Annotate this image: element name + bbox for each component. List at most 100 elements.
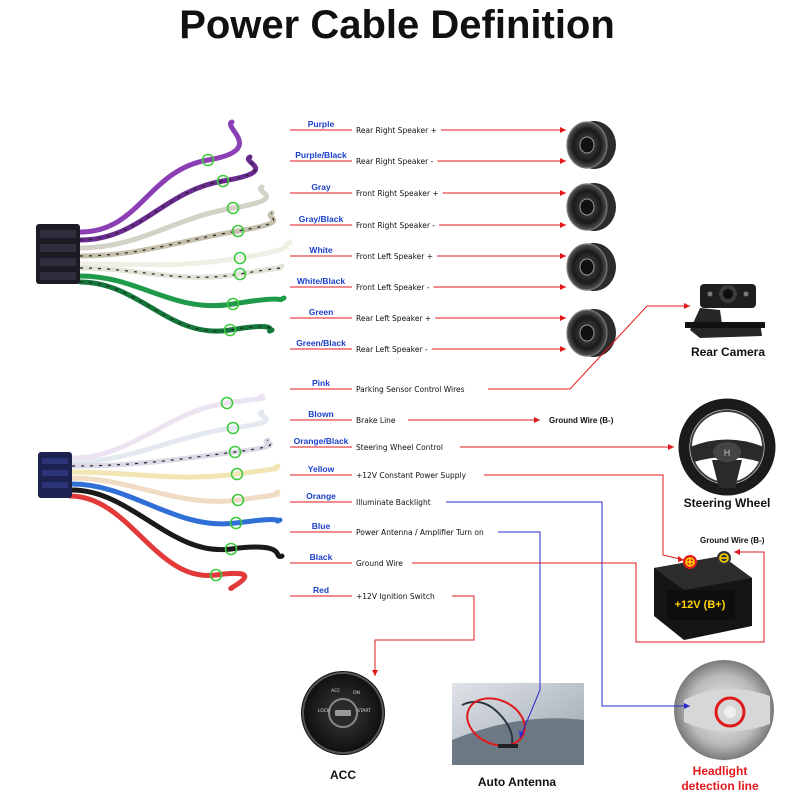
arrow-head <box>560 346 566 352</box>
harness-wire <box>77 184 269 251</box>
auto-antenna-image <box>452 683 584 765</box>
harness-wire <box>69 463 281 480</box>
arrow-head <box>560 127 566 133</box>
arrow-head <box>560 190 566 196</box>
harness-wire-stripe <box>71 439 271 467</box>
wire-color-label: Gray <box>311 182 331 192</box>
wire-color-label: Gray/Black <box>299 214 344 224</box>
wire-function-label: +12V Constant Power Supply <box>356 471 467 480</box>
top-connector <box>36 224 80 284</box>
wire-color-label: Green/Black <box>296 338 346 348</box>
harness-wire-stripe <box>79 156 257 241</box>
wire-function-label: +12V Ignition Switch <box>356 592 435 601</box>
svg-text:START: START <box>357 708 371 714</box>
harness-wire <box>69 393 266 461</box>
harness-wire <box>69 409 269 465</box>
wire-color-label: Black <box>310 552 333 562</box>
speaker-icon <box>566 183 616 231</box>
wire-ring-marker <box>201 153 215 167</box>
wire-color-label: Blown <box>308 409 334 419</box>
auto-antenna-label: Auto Antenna <box>478 775 557 789</box>
harness-wire <box>77 273 287 309</box>
headlight-image <box>674 660 774 760</box>
wire-color-label: Red <box>313 585 329 595</box>
ground-wire-brake-label: Ground Wire (B-) <box>549 416 614 425</box>
wire-function-label: Rear Right Speaker + <box>356 126 437 135</box>
wire-function-label: Front Left Speaker - <box>356 283 430 292</box>
svg-text:ACC: ACC <box>331 688 340 694</box>
speaker-icon <box>566 309 616 357</box>
wire-ring-marker <box>231 493 245 507</box>
wire-color-label: Yellow <box>308 464 335 474</box>
wire-function-label: Illuminate Backlight <box>356 498 431 507</box>
wire-color-label: Orange <box>306 491 336 501</box>
wire-color-label: Purple <box>308 119 335 129</box>
headlight-label-line2: detection line <box>681 779 759 793</box>
page-title: Power Cable Definition <box>179 3 615 47</box>
wire-color-label: Blue <box>312 521 331 531</box>
wire-function-label: Steering Wheel Control <box>356 443 443 452</box>
wire-ring-marker <box>228 445 242 459</box>
wire-color-label: Pink <box>312 378 330 388</box>
svg-text:LOCK: LOCK <box>318 708 331 714</box>
wire-color-label: White/Black <box>297 276 345 286</box>
wire-function-label: Rear Right Speaker - <box>356 157 434 166</box>
battery-label: +12V (B+) <box>675 599 726 611</box>
wire-ring-marker <box>229 516 243 530</box>
wire-function-label: Rear Left Speaker - <box>356 345 428 354</box>
rear-camera-icon <box>685 284 765 338</box>
wire-function-label: Front Right Speaker - <box>356 221 435 230</box>
speaker-icon <box>566 121 616 169</box>
bottom-harness-wires <box>67 393 285 591</box>
connection-lines <box>372 303 765 739</box>
wire-ring-marker <box>223 323 237 337</box>
arrow-head <box>560 222 566 228</box>
acc-label: ACC <box>330 768 356 782</box>
arrow-head <box>560 158 566 164</box>
bottom-connector <box>38 452 72 498</box>
wire-color-label: White <box>309 245 332 255</box>
harness-wire <box>77 239 293 268</box>
wire-ring-marker <box>231 224 245 238</box>
wire-function-label: Parking Sensor Control Wires <box>356 385 465 394</box>
wire-ring-marker <box>233 251 247 265</box>
svg-text:H: H <box>724 449 731 459</box>
wire-function-label: Brake Line <box>356 416 396 425</box>
wire-color-label: Green <box>309 307 334 317</box>
wire-ring-marker <box>220 396 234 410</box>
speaker-icon <box>566 243 616 291</box>
harness-wire-stripe <box>79 265 283 278</box>
wire-function-label: Power Antenna / Amplifier Turn on <box>356 528 484 537</box>
wire-ring-marker <box>226 421 240 435</box>
harness-wire <box>77 279 275 334</box>
wire-ring-marker <box>209 568 223 582</box>
arrow-head <box>560 284 566 290</box>
steering-wheel-icon: H <box>678 398 776 496</box>
wire-ring-marker <box>226 297 240 311</box>
wire-color-label: Purple/Black <box>295 150 347 160</box>
wire-ring-marker <box>216 174 230 188</box>
harness-wire-stripe <box>79 281 273 332</box>
harness-wire <box>69 481 283 527</box>
harness-wire <box>77 119 242 235</box>
arrow-head <box>560 253 566 259</box>
svg-text:ON: ON <box>353 690 360 696</box>
headlight-label-line1: Headlight <box>693 764 748 778</box>
top-harness-wires <box>77 119 293 334</box>
harness-wire-stripe <box>79 212 275 257</box>
wire-ring-marker <box>230 467 244 481</box>
rear-camera-label: Rear Camera <box>691 345 765 359</box>
ground-wire-battery-label: Ground Wire (B-) <box>700 536 765 545</box>
wire-ring-marker <box>224 542 238 556</box>
harness-wire <box>69 487 285 560</box>
wire-color-label: Orange/Black <box>294 436 349 446</box>
steering-wheel-label: Steering Wheel <box>684 496 771 510</box>
battery-icon <box>654 551 752 640</box>
arrow-head <box>560 315 566 321</box>
wire-function-label: Front Left Speaker + <box>356 252 433 261</box>
wire-function-label: Front Right Speaker + <box>356 189 439 198</box>
wire-ring-marker <box>233 267 247 281</box>
wire-rings <box>201 153 247 582</box>
